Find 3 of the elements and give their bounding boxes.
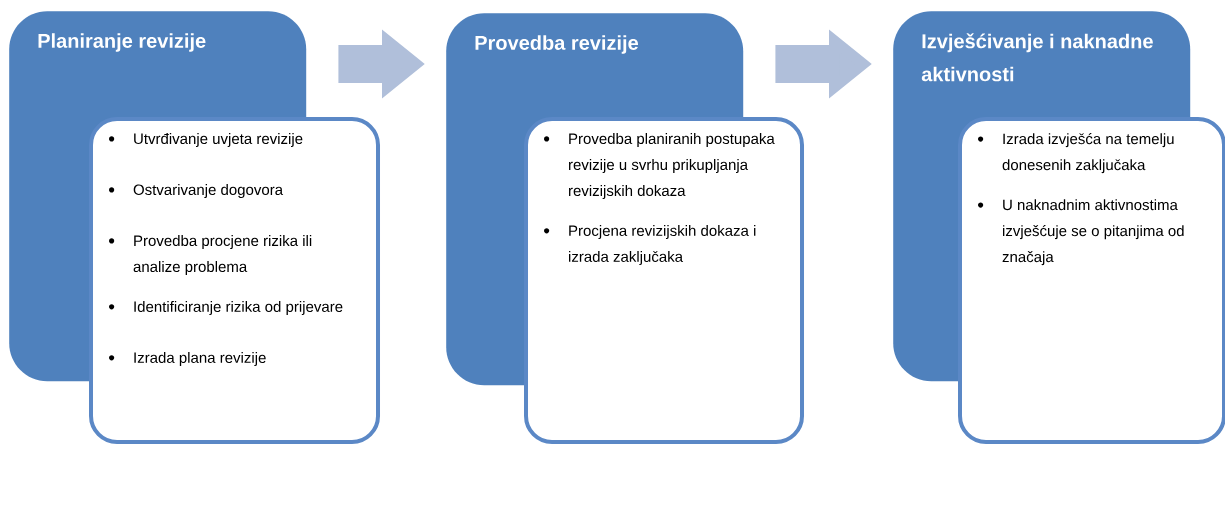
bullet-list-box: Provedba planiranih postupaka revizije u svrhu prikupljanja revizijskih dokaza Procjena revizijskih dokaza i izrada zaključaka xyxy=(524,117,804,444)
bullet-list-box: Utvrđivanje uvjeta revizije Ostvarivanje dogovora Provedba procjene rizika ili analize problema Identificiranje rizika od prijevare Izrada plana revizije xyxy=(89,117,380,444)
bullet-list-box: Izrada izvješća na temelju donesenih zaključaka U naknadnim aktivnostima izvješćuje se o pitanjima od značaja xyxy=(958,117,1225,444)
